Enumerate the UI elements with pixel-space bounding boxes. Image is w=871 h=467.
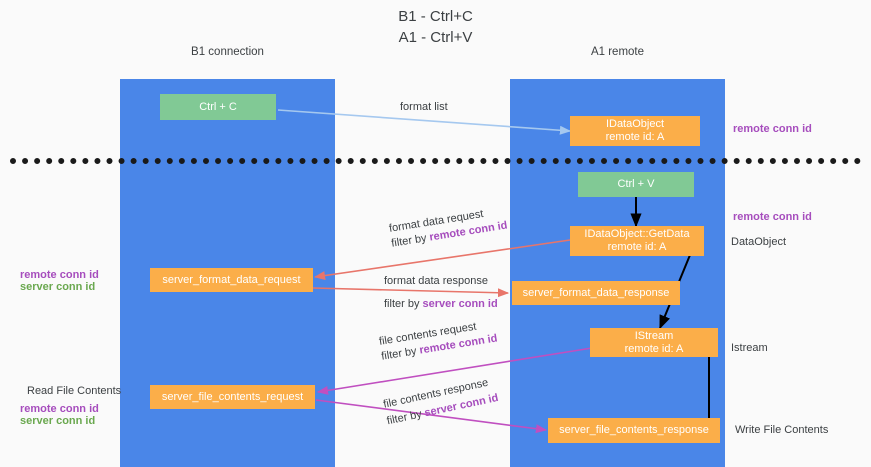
swimlane-header-a1: A1 remote (590, 46, 645, 58)
page-title: B1 - Ctrl+C A1 - Ctrl+V (398, 8, 473, 46)
side-label-read-file-contents: Read File Contents (27, 385, 122, 397)
arrow-format-list (277, 109, 572, 135)
arrow-format-data-request (313, 239, 571, 280)
box-server-format-data-response[interactable]: server_format_data_response (512, 281, 680, 305)
arrow-format-data-response (312, 287, 510, 298)
arrow-file-contents-response (315, 399, 548, 434)
arrow-file-contents-request (316, 347, 593, 395)
side-label-left-remote-conn-id-bottom: remote conn id (20, 403, 99, 415)
side-label-left-server-conn-id-mid: server conn id (20, 281, 96, 293)
swimlane-header-b1: B1 connection (191, 46, 264, 58)
edge-label-line-filter: filter by server conn id (384, 297, 498, 312)
edge-label-format-data-response: format data response filter by server co… (384, 274, 498, 312)
box-ctrl-c[interactable]: Ctrl + C (160, 94, 276, 120)
side-label-write-file-contents: Write File Contents (735, 424, 829, 436)
phase-divider (10, 158, 861, 164)
side-label-istream: Istream (731, 342, 768, 354)
edge-label-line-main: format data response (384, 275, 488, 287)
box-istream[interactable]: IStream remote id: A (590, 328, 718, 357)
side-label-dataobject: DataObject (731, 236, 787, 248)
filter-prefix: filter by (384, 298, 423, 310)
side-label-remote-conn-id-top: remote conn id (733, 123, 812, 135)
box-server-format-data-request[interactable]: server_format_data_request (150, 268, 313, 292)
edge-label-format-list: format list (400, 101, 448, 113)
filter-key-server-conn-id: server conn id (422, 298, 498, 310)
box-idataobject-getdata[interactable]: IDataObject::GetData remote id: A (570, 226, 704, 256)
side-label-left-remote-conn-id-mid: remote conn id (20, 269, 99, 281)
box-server-file-contents-request[interactable]: server_file_contents_request (150, 385, 315, 409)
side-label-left-server-conn-id-bottom: server conn id (20, 415, 96, 427)
box-server-file-contents-response[interactable]: server_file_contents_response (548, 418, 720, 443)
side-label-remote-conn-id-mid: remote conn id (733, 211, 812, 223)
box-idataobject[interactable]: IDataObject remote id: A (570, 116, 700, 146)
box-ctrl-v[interactable]: Ctrl + V (578, 172, 694, 197)
